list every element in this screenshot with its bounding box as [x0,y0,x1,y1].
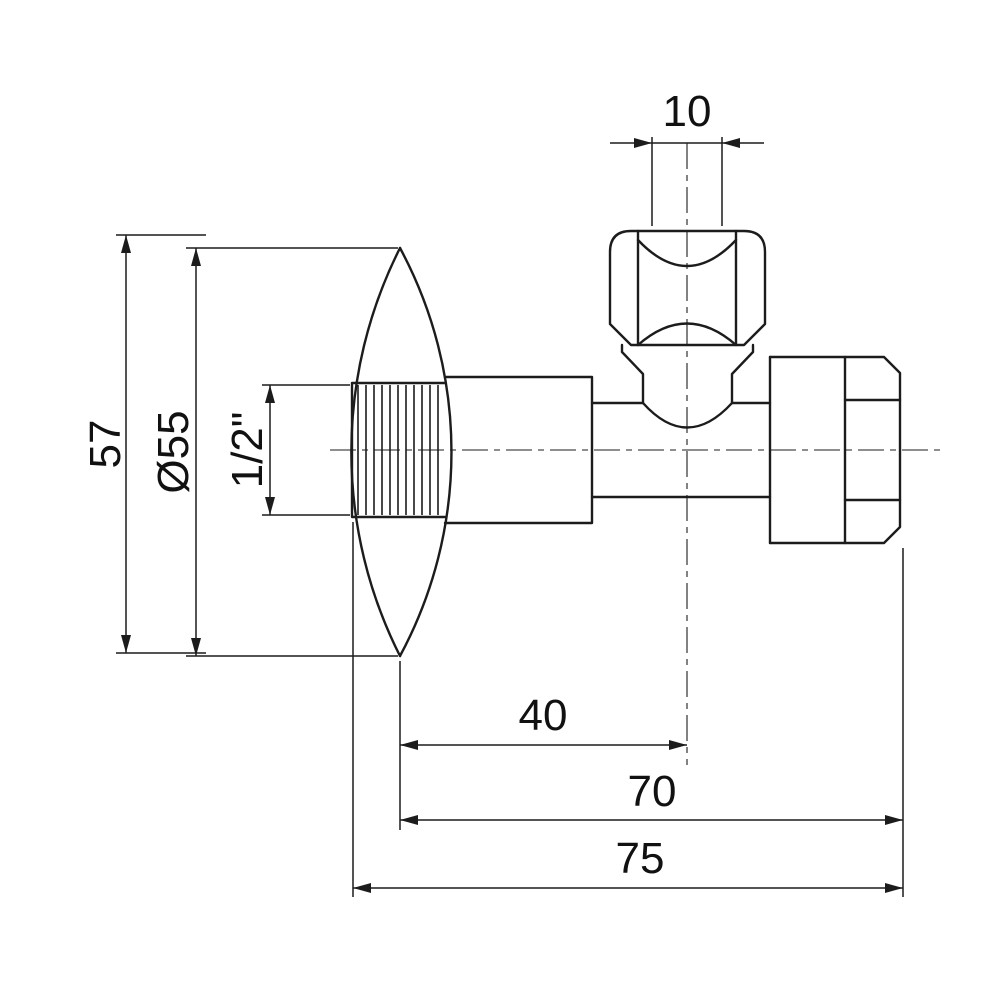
flange-rim-arc [398,246,453,658]
body-cylinder [443,375,594,525]
branch-neck [620,343,755,405]
extension-lines-10 [651,137,723,226]
arrowhead [885,815,903,825]
branch-saddle-curve [641,401,734,429]
dimension-length-to-outlet: 70 [400,548,904,897]
arrowhead [191,248,201,266]
hex-nut-facet-lines [636,229,738,347]
dimension-axis-offset: 40 [399,661,687,830]
dimension-branch-nut: 10 [610,87,764,226]
valve-body [443,375,772,525]
centerlines [330,143,940,765]
dim-label-flange-diameter: Ø55 [149,410,198,493]
arrowhead [885,883,903,893]
arrowhead [400,815,418,825]
arrowhead [265,497,275,515]
dim-label-40: 40 [519,691,568,740]
dim-label-10: 10 [663,87,712,136]
outlet-nut [768,355,902,545]
extension-lines-55 [186,247,398,657]
dim-label-57: 57 [81,420,130,469]
arrowhead [634,138,652,148]
dim-label-75: 75 [616,834,665,883]
thread-outline [350,381,447,519]
outlet-nut-outline [768,355,902,545]
thread-hatching [357,385,439,515]
arrowhead [191,638,201,656]
branch-neck-right [730,343,755,405]
extension-lines-thread [262,384,350,516]
arrowhead [400,740,418,750]
arrowhead [121,635,131,653]
compression-nut-top [608,229,767,347]
dimension-overall-length: 75 [352,522,903,897]
dimension-thread-size: 1/2" [223,384,350,516]
inlet-thread [350,381,447,519]
extension-lines-57 [116,234,206,654]
arrowhead [669,740,687,750]
dim-label-thread-size: 1/2" [223,412,272,489]
hex-nut-chamfer-arcs [636,238,738,347]
branch-neck-left [620,343,645,405]
outlet-nut-inner-lines [843,398,902,502]
arrowhead [722,138,740,148]
arrowhead [121,235,131,253]
body-run [590,401,772,499]
dim-label-70: 70 [628,767,677,816]
arrowhead [265,385,275,403]
dimension-height: 57 [81,234,206,654]
hex-nut-outline [608,229,767,347]
dimension-flange-diameter: Ø55 [149,247,398,657]
arrowhead [353,883,371,893]
